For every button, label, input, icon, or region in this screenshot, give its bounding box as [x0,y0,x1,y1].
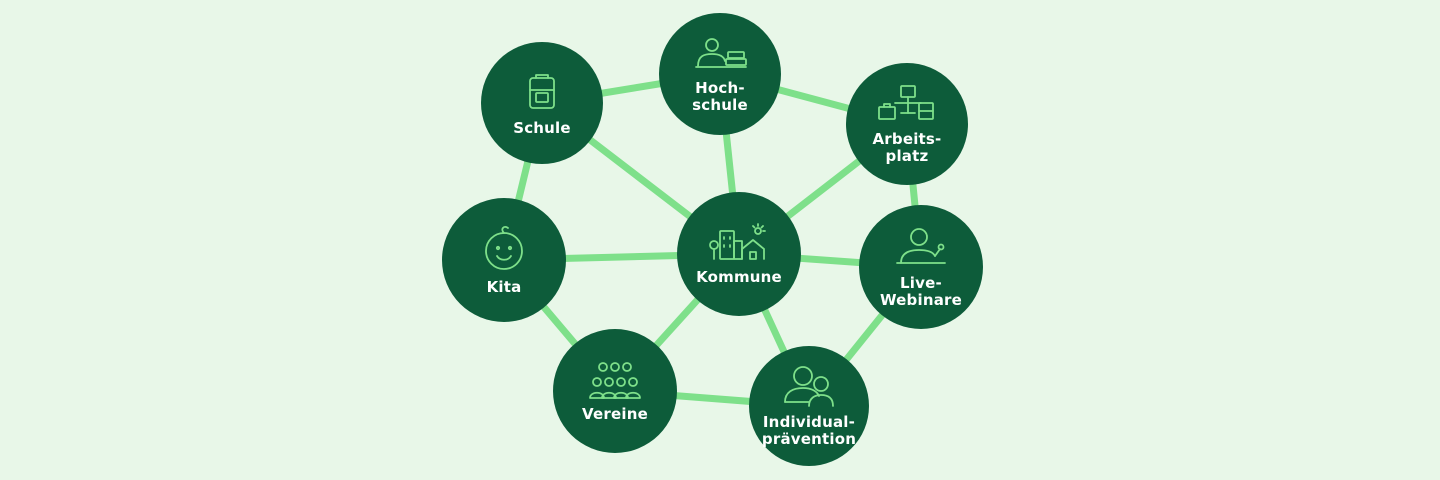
node-live-webinare: Live- Webinare [859,205,983,329]
node-label: Kommune [696,267,782,286]
workplace-desk-icon [878,85,934,120]
two-persons-icon [784,366,834,407]
node-label: Arbeits- platz [872,130,942,165]
node-label: Vereine [582,404,648,423]
node-individualpraevention: Individual- prävention [749,346,869,466]
node-hochschule: Hoch- schule [659,13,781,135]
node-label: Schule [513,118,571,137]
node-kita: Kita [442,198,566,322]
town-buildings-icon [709,222,766,260]
baby-face-icon [485,225,523,270]
node-arbeitsplatz: Arbeits- platz [846,63,968,185]
node-label: Individual- prävention [761,413,857,448]
node-schule: Schule [481,42,603,164]
group-people-icon [589,361,641,399]
node-label: Hoch- schule [692,79,748,114]
node-label: Live- Webinare [879,274,963,309]
node-label: Kita [486,277,522,296]
node-kommune: Kommune [677,192,801,316]
backpack-icon [529,73,555,109]
student-books-icon [695,38,747,68]
node-vereine: Vereine [553,329,677,453]
presenter-icon [896,228,946,264]
